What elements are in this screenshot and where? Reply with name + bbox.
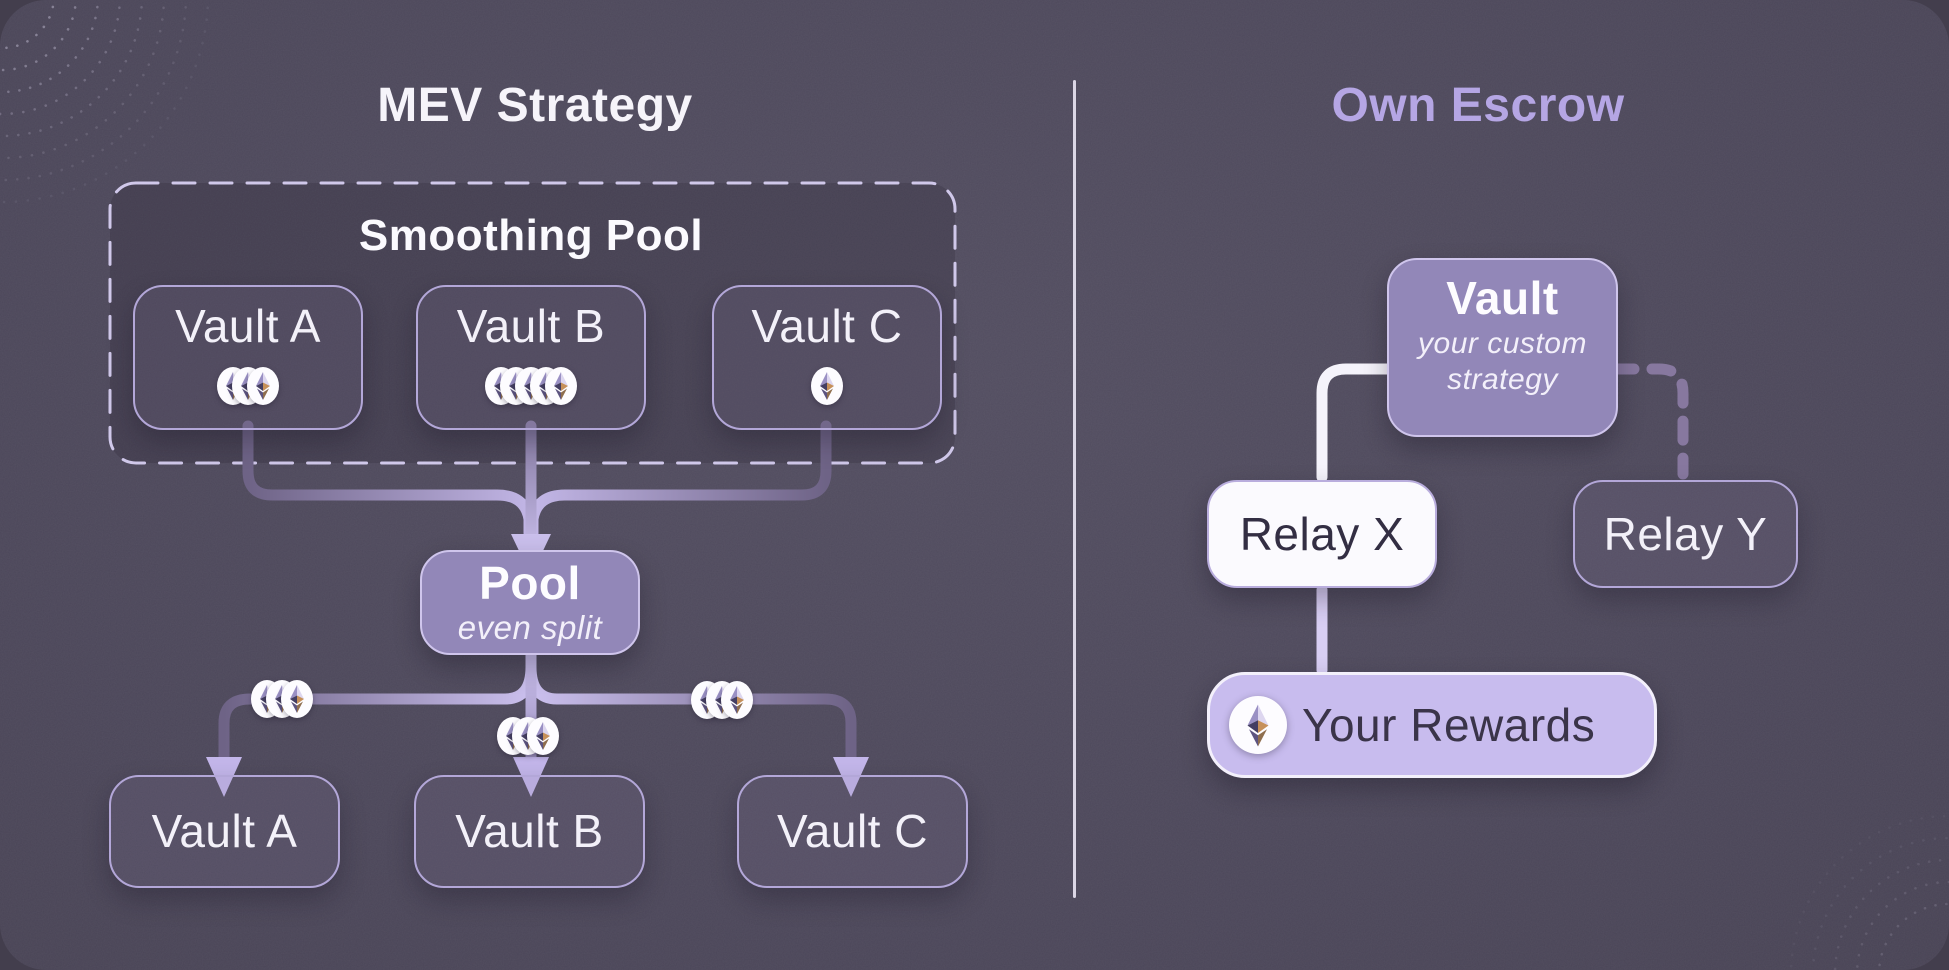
eth-coin-icon <box>247 367 279 405</box>
vault-b-top-node: Vault B <box>416 285 646 430</box>
vault-b-coins <box>484 366 578 406</box>
right-panel-title: Own Escrow <box>1331 79 1625 132</box>
relay-y-node: Relay Y <box>1573 480 1798 588</box>
vault-c-top-label: Vault C <box>751 300 903 352</box>
own-vault-sublabel: your custom strategy <box>1418 327 1587 397</box>
vault-c-bottom-label: Vault C <box>777 805 928 858</box>
relay-x-node: Relay X <box>1207 480 1437 588</box>
pool-label: Pool <box>479 557 581 610</box>
vault-c-bottom-node: Vault C <box>737 775 968 888</box>
vault-a-coins <box>216 366 280 406</box>
vault-arrowheads <box>206 757 869 797</box>
branch-left-coins <box>250 679 314 719</box>
smoothing-pool-label: Smoothing Pool <box>358 211 704 260</box>
relay-y-label: Relay Y <box>1603 507 1768 560</box>
eth-coin-icon <box>1229 696 1287 754</box>
eth-coin-icon <box>281 680 313 718</box>
eth-coin-icon <box>721 681 753 719</box>
vault-a-bottom-node: Vault A <box>109 775 340 888</box>
relay-x-label: Relay X <box>1239 507 1405 560</box>
your-rewards-node: Your Rewards <box>1207 672 1657 778</box>
vault-a-top-node: Vault A <box>133 285 363 430</box>
vault-to-relay-x-connector <box>1316 363 1396 483</box>
pool-sublabel: even split <box>457 608 603 646</box>
vault-a-bottom-label: Vault A <box>151 805 298 858</box>
vault-to-relay-y-dashed-connector <box>1609 363 1689 480</box>
vault-b-bottom-node: Vault B <box>414 775 645 888</box>
vault-c-top-node: Vault C <box>712 285 942 430</box>
vault-c-coins <box>810 366 844 406</box>
own-vault-label: Vault <box>1446 272 1559 324</box>
pool-node: Pool even split <box>420 550 640 655</box>
eth-coin-icon <box>545 367 577 405</box>
left-panel-title: MEV Strategy <box>377 79 693 132</box>
vault-b-top-label: Vault B <box>456 300 606 352</box>
branch-right-coins <box>690 680 754 720</box>
your-rewards-label: Your Rewards <box>1302 698 1596 751</box>
eth-coin-icon <box>811 367 843 405</box>
vault-a-top-label: Vault A <box>175 300 321 352</box>
branch-center-coins <box>496 716 560 756</box>
vault-b-bottom-label: Vault B <box>455 805 604 858</box>
panel-divider <box>1073 80 1076 898</box>
own-vault-node: Vault your custom strategy <box>1387 258 1618 437</box>
eth-coin-icon <box>527 717 559 755</box>
vaults-to-pool-connectors <box>242 420 832 548</box>
